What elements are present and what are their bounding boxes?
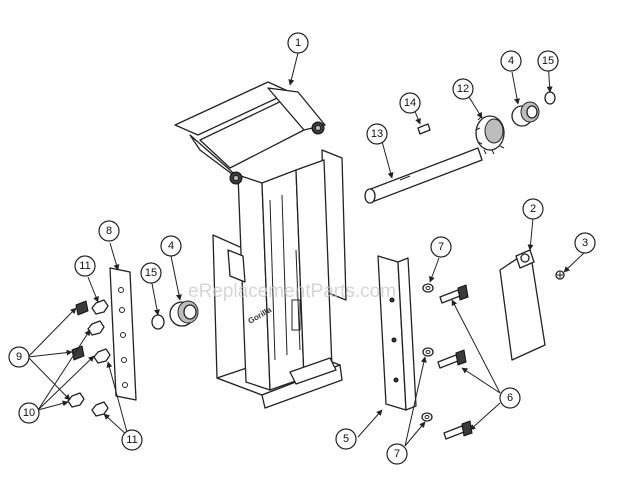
callout-7-bottom: 7 — [386, 443, 408, 465]
callout-15-right: 15 — [537, 50, 559, 72]
shaft-part — [364, 147, 483, 204]
svg-text:1: 1 — [295, 37, 301, 49]
callout-4-right: 4 — [500, 50, 522, 72]
svg-text:3: 3 — [582, 237, 588, 249]
rail-bar-part — [377, 255, 417, 411]
callout-5: 5 — [335, 428, 357, 450]
svg-text:4: 4 — [168, 240, 174, 252]
svg-text:5: 5 — [343, 433, 349, 445]
svg-text:13: 13 — [371, 128, 383, 140]
svg-text:15: 15 — [542, 55, 554, 67]
callout-10: 10 — [18, 402, 40, 424]
callout-11-bottom: 11 — [121, 429, 143, 451]
callout-15-left: 15 — [140, 262, 162, 284]
washer-part-lower — [421, 412, 433, 422]
bushing-left-part — [169, 300, 199, 327]
nut-part-1 — [91, 299, 109, 315]
callout-3: 3 — [574, 232, 596, 254]
clip-bracket-part — [499, 249, 546, 361]
callout-7-top: 7 — [430, 236, 452, 258]
callout-6: 6 — [499, 387, 521, 409]
bolt-part-lower — [443, 420, 473, 440]
nut-part-5 — [91, 401, 109, 417]
bolt-part-upper — [439, 284, 469, 304]
nut-part-3 — [93, 348, 111, 364]
callout-2: 2 — [522, 198, 544, 220]
watermark-text: eReplacementParts.com — [188, 281, 396, 302]
svg-text:10: 10 — [23, 407, 35, 419]
callout-11-top: 11 — [74, 255, 96, 277]
svg-text:14: 14 — [404, 97, 416, 109]
gear-part — [475, 115, 505, 155]
bolt-part-middle — [437, 349, 467, 369]
svg-text:7: 7 — [394, 448, 400, 460]
retaining-ring-right-part — [544, 91, 556, 105]
washer-part-upper — [422, 283, 434, 293]
svg-text:9: 9 — [16, 351, 22, 363]
nut-part-4 — [67, 392, 85, 408]
key-part — [417, 123, 431, 135]
svg-text:12: 12 — [457, 83, 469, 95]
callout-8: 8 — [98, 220, 120, 242]
svg-text:4: 4 — [508, 55, 514, 67]
callout-13: 13 — [366, 123, 388, 145]
retaining-ring-left-part — [151, 314, 165, 330]
main-frame-part: Gorilla — [174, 81, 347, 409]
svg-text:6: 6 — [507, 392, 513, 404]
svg-text:7: 7 — [438, 241, 444, 253]
callout-1: 1 — [287, 32, 309, 54]
callout-14: 14 — [399, 92, 421, 114]
svg-text:15: 15 — [145, 267, 157, 279]
bolt-small-part-upper — [75, 300, 89, 316]
screw-part — [555, 270, 565, 280]
washer-part-middle — [422, 347, 434, 357]
svg-text:2: 2 — [530, 203, 536, 215]
svg-text:11: 11 — [79, 260, 90, 272]
svg-text:8: 8 — [106, 225, 112, 237]
leader-lines — [27, 52, 586, 447]
callout-12: 12 — [452, 78, 474, 100]
nut-part-2 — [87, 320, 105, 336]
callout-9: 9 — [8, 346, 30, 368]
svg-text:11: 11 — [126, 434, 137, 446]
callout-4-left: 4 — [160, 235, 182, 257]
mounting-plate-part — [109, 267, 137, 401]
bushing-right-part — [511, 101, 540, 127]
